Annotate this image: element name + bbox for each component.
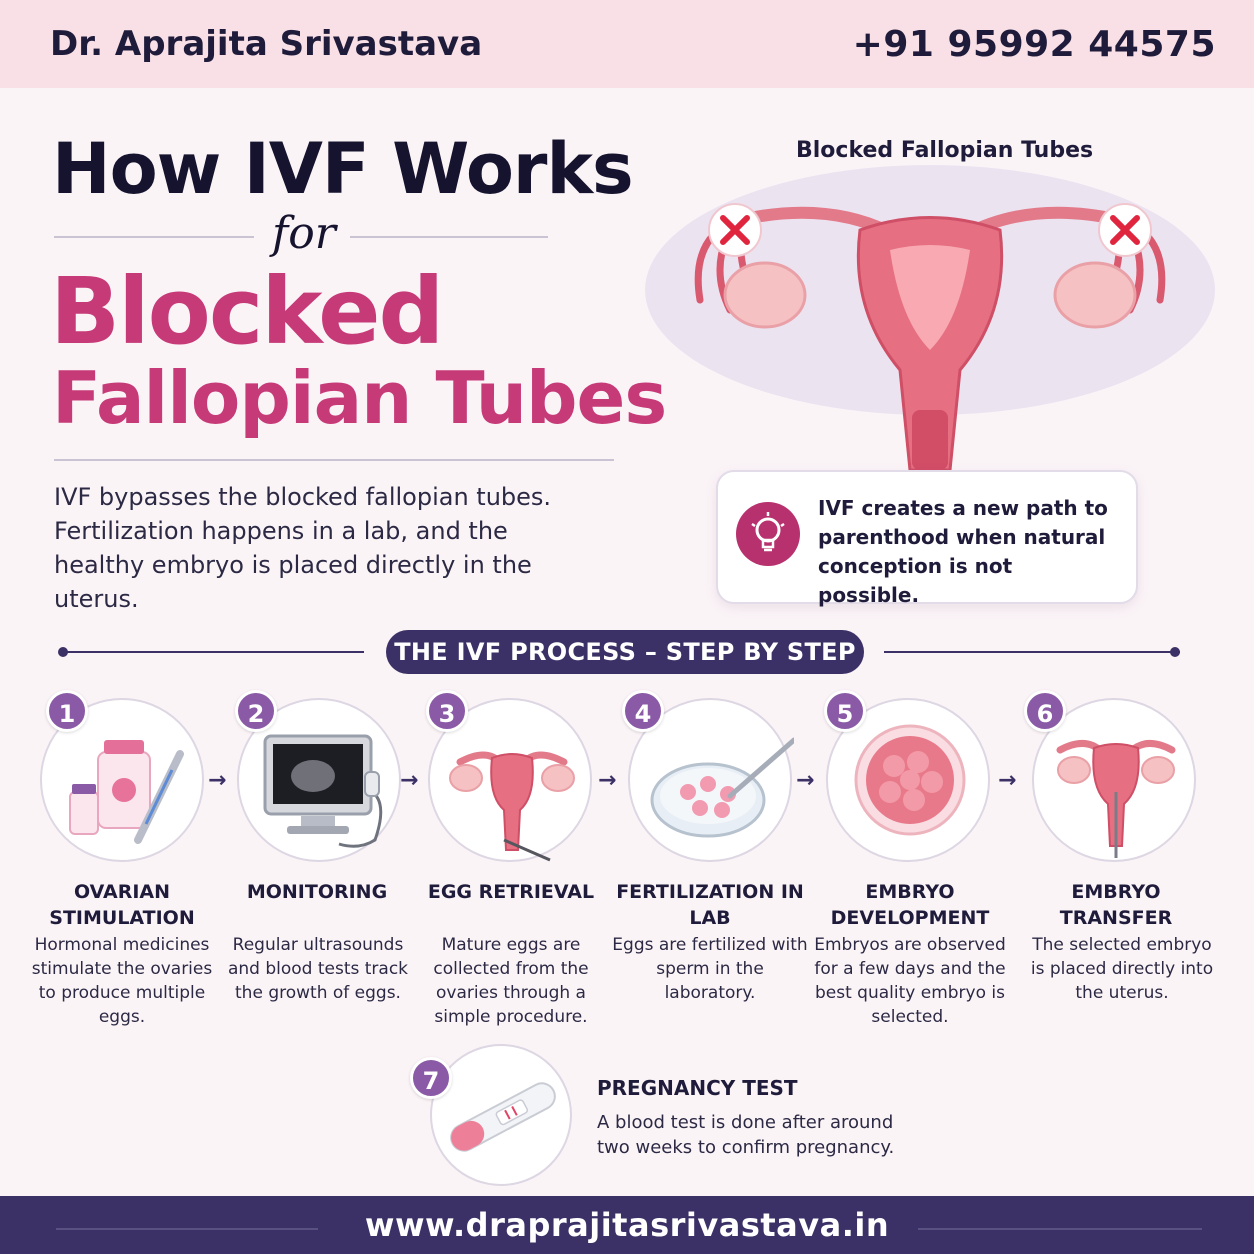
step-1-number: 1 <box>46 690 88 732</box>
divider <box>54 236 254 238</box>
divider <box>56 1228 318 1230</box>
step-7-desc: A blood test is done after around two we… <box>597 1112 895 1158</box>
step-1-desc: Hormonal medicines stimulate the ovaries… <box>31 935 213 1027</box>
process-heading-row <box>58 630 1188 674</box>
step-6-number: 6 <box>1024 690 1066 732</box>
divider <box>64 651 364 653</box>
step-7-image <box>430 1044 572 1186</box>
step-6-title: EMBRYO TRANSFER <box>1059 881 1173 929</box>
petri-dish-icon <box>650 737 794 838</box>
pregnancy-test-icon <box>450 1082 556 1152</box>
step-2-image <box>237 698 401 862</box>
step-4-desc: Eggs are fertilized with sperm in the la… <box>612 935 808 1003</box>
uterus-diagram-icon <box>645 165 1215 472</box>
arrow-right-icon: → <box>998 768 1017 793</box>
uterus-retrieval-icon <box>449 751 575 862</box>
medicine-vial-icon <box>69 740 184 844</box>
divider-dot <box>58 647 68 657</box>
callout-text: IVF creates a new path to parenthood whe… <box>818 496 1108 607</box>
arrow-right-icon: → <box>400 768 419 793</box>
step-2-title: MONITORING <box>246 881 388 903</box>
embryo-icon <box>854 724 966 836</box>
step-7-title: PREGNANCY TEST <box>597 1076 798 1100</box>
title-divider <box>54 459 614 461</box>
step-2-desc: Regular ultrasounds and blood tests trac… <box>227 935 409 1003</box>
step-6-desc: The selected embryo is placed directly i… <box>1030 935 1214 1003</box>
step-4-title: FERTILIZATION IN LAB <box>616 881 804 929</box>
ultrasound-monitor-icon <box>263 734 383 848</box>
arrow-right-icon: → <box>598 768 617 793</box>
intro-text: IVF bypasses the blocked fallopian tubes… <box>54 483 552 613</box>
divider-dot <box>1170 647 1180 657</box>
header-bar: Dr. Aprajita Srivastava +91 95992 44575 <box>0 0 1254 88</box>
step-5-desc: Embryos are observed for a few days and … <box>814 935 1006 1027</box>
footer-bar: www.draprajitasrivastava.in <box>0 1196 1254 1254</box>
step-3-desc: Mature eggs are collected from the ovari… <box>433 935 589 1027</box>
title-line-1: How IVF Works <box>52 128 634 210</box>
step-4-number: 4 <box>622 690 664 732</box>
divider <box>884 651 1180 653</box>
arrow-right-icon: → <box>208 768 227 793</box>
step-7-number: 7 <box>410 1057 452 1099</box>
diagram-label: Blocked Fallopian Tubes <box>796 138 1094 163</box>
arrow-right-icon: → <box>796 768 815 793</box>
divider <box>350 236 548 238</box>
title-line-3: Fallopian Tubes <box>52 356 667 440</box>
divider <box>918 1228 1202 1230</box>
step-1-image <box>40 698 204 862</box>
step-2-number: 2 <box>235 690 277 732</box>
step-3-number: 3 <box>426 690 468 732</box>
ivf-callout-card: IVF creates a new path to parenthood whe… <box>716 470 1138 607</box>
title-for: for <box>272 208 336 259</box>
doctor-name: Dr. Aprajita Srivastava <box>50 24 483 64</box>
step-3-title: EGG RETRIEVAL <box>427 881 595 903</box>
step-1-title: OVARIAN STIMULATION <box>49 881 195 929</box>
process-heading: THE IVF PROCESS – STEP BY STEP <box>386 630 864 674</box>
website-link[interactable]: www.draprajitasrivastava.in <box>364 1206 890 1244</box>
uterus-diagram <box>640 160 1220 472</box>
title-line-2: Blocked <box>50 258 444 365</box>
phone-number[interactable]: +91 95992 44575 <box>852 23 1216 65</box>
lightbulb-icon <box>736 502 800 566</box>
step-5-number: 5 <box>824 690 866 732</box>
uterus-transfer-icon <box>1056 740 1176 858</box>
step-5-title: EMBRYO DEVELOPMENT <box>830 881 990 929</box>
title-for-row: for <box>54 208 548 264</box>
